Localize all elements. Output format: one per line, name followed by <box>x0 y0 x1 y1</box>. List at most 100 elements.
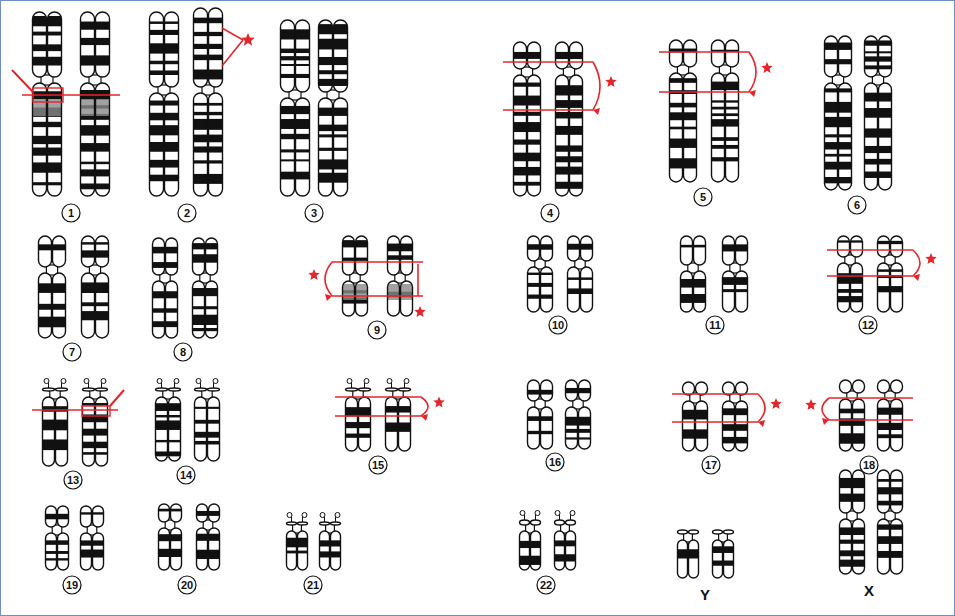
chromatid-outline <box>514 42 527 69</box>
chromosome-band <box>208 441 219 445</box>
chromosome-band <box>319 173 332 183</box>
chromosome-band <box>96 125 109 135</box>
chromatid-arm <box>520 520 530 525</box>
chromatid-outline <box>165 93 179 196</box>
chromosome-band <box>165 160 178 168</box>
chromosome-number: 10 <box>552 320 564 331</box>
chromatid-arm <box>171 528 182 570</box>
chromatid-outline <box>209 528 220 570</box>
chromosome-band <box>81 550 91 558</box>
chromatid-arm <box>287 531 297 570</box>
chromatid-outline <box>388 281 400 316</box>
chromosome-band <box>334 70 347 74</box>
chromosome-band <box>206 328 217 331</box>
chromatid-outline <box>670 40 683 67</box>
chromosome-band <box>150 30 163 35</box>
chromosome-band <box>840 478 851 488</box>
chromatid-arm <box>81 506 92 527</box>
chromatid-outline <box>96 388 108 391</box>
chromatid-arm <box>156 397 168 461</box>
chromatid-arm <box>865 83 878 190</box>
chromatid-outline <box>566 407 578 449</box>
chromosome <box>287 513 308 571</box>
number-circle <box>64 471 82 489</box>
chromatid-arm <box>53 236 66 267</box>
chromosome-band <box>879 93 891 102</box>
chromosome-band <box>206 254 217 262</box>
chromosome-band <box>334 134 347 137</box>
heterochromatin <box>81 100 94 116</box>
chromatid-arm <box>528 75 541 196</box>
chromatid-arm <box>331 522 341 525</box>
chromosome-band <box>53 317 65 328</box>
inversion-star <box>805 399 816 410</box>
chromosome-band <box>287 551 296 554</box>
chromosome-band <box>334 39 347 50</box>
chromatid-arm <box>520 531 530 570</box>
chromatid-arm <box>209 504 220 522</box>
chromosome-band <box>334 79 347 86</box>
chromosome-band <box>528 182 540 186</box>
chromosome-band <box>319 108 332 116</box>
chromosome <box>568 236 593 312</box>
chromatid-outline <box>195 388 207 391</box>
chromosome-band <box>334 24 347 34</box>
chromatid-arm <box>56 397 68 466</box>
chromatid-arm <box>723 236 735 265</box>
chromatid-outline <box>541 267 553 312</box>
chromosome-band <box>96 242 108 244</box>
chromosome-band <box>165 21 178 23</box>
chromosome <box>825 36 852 190</box>
chromosome-band <box>33 136 46 144</box>
chromatid-arm <box>194 93 208 196</box>
band-marker <box>829 397 913 399</box>
chromosome-band <box>528 431 539 434</box>
chromatid-outline <box>541 407 553 449</box>
chromosome-band <box>194 44 207 49</box>
chromosome-band <box>319 39 332 50</box>
chromosome-band <box>281 159 294 161</box>
chromatid-outline <box>736 401 748 451</box>
chromosome-band <box>891 434 902 438</box>
shift-arrow <box>417 264 419 296</box>
chromatid-outline <box>840 519 852 574</box>
chromatid-arm <box>541 380 553 401</box>
chromosome-band <box>514 182 526 186</box>
chromosome-band <box>81 22 94 30</box>
arrow-head <box>325 294 332 301</box>
chromatid-arm <box>81 83 95 196</box>
chromosome-band <box>839 142 851 149</box>
chromosome-band <box>82 311 94 320</box>
chromosome-band <box>296 149 309 152</box>
chromatid-outline <box>694 271 706 312</box>
chromosome <box>670 40 697 182</box>
chromosome-band <box>736 277 747 285</box>
chromosome-band <box>319 57 332 65</box>
chromosome-band <box>570 52 582 59</box>
satellite-stalk <box>213 383 214 388</box>
chromosome-band <box>346 434 357 438</box>
chromatid-outline <box>581 267 593 312</box>
satellite-stalk <box>174 383 175 388</box>
chromosome-band <box>296 134 309 139</box>
number-circle <box>694 188 712 206</box>
chromosome-band <box>541 283 552 287</box>
chromosome-number: 3 <box>311 208 317 219</box>
chromosome-band <box>58 540 68 545</box>
satellite <box>101 379 106 384</box>
chromosome-band <box>825 162 837 170</box>
chromosome-band <box>43 406 54 411</box>
chromosome-band <box>712 107 724 110</box>
chromosome <box>319 20 348 196</box>
chromosome-band <box>694 279 705 288</box>
chromosome <box>528 380 553 449</box>
chromatid-outline <box>386 388 398 391</box>
chromatid-outline <box>851 263 863 312</box>
chromatid-outline <box>736 271 748 312</box>
chromosome-band <box>156 403 167 411</box>
chromosome-band <box>319 159 332 169</box>
chromosome-band <box>514 52 526 59</box>
band-marker <box>332 261 423 263</box>
chromosome-band <box>581 277 592 279</box>
chromosome-band <box>840 409 851 414</box>
